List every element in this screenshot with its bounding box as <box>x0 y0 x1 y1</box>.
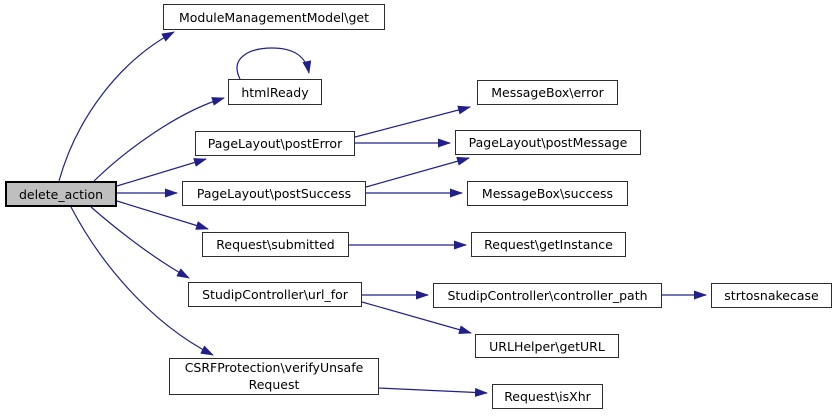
node-strtosnakecase[interactable]: strtosnakecase <box>711 283 832 308</box>
node-csrfprotection-verifyunsaferequest[interactable]: CSRFProtection\verifyUnsafe Request <box>169 358 379 395</box>
node-pagelayout-posterror[interactable]: PageLayout\postError <box>195 131 355 156</box>
node-label: PageLayout\postError <box>207 136 343 151</box>
node-label: URLHelper\getURL <box>489 338 605 354</box>
node-label: ModuleManagementModel\get <box>178 9 370 25</box>
edge-postError-to-msg_error <box>354 105 471 138</box>
edge-delete_action-to-mmm_get <box>58 31 175 182</box>
node-pagelayout-postsuccess[interactable]: PageLayout\postSuccess <box>182 181 366 206</box>
node-label: StudipController\url_for <box>202 287 348 302</box>
node-messagebox-success[interactable]: MessageBox\success <box>467 181 628 206</box>
edge-delete_action-to-postError <box>116 158 207 187</box>
edge-delete_action-to-htmlReady <box>93 97 225 182</box>
node-pagelayout-postmessage[interactable]: PageLayout\postMessage <box>455 130 641 155</box>
node-label: htmlReady <box>241 84 309 100</box>
node-label: StudipController\controller_path <box>447 288 648 303</box>
edge-postSuccess-to-postMessage <box>365 156 470 188</box>
node-label: MessageBox\success <box>481 186 614 201</box>
edge-htmlReady-self-loop <box>236 47 312 80</box>
edge-url_for-to-getURL <box>361 301 472 335</box>
edge-delete_action-to-submitted <box>116 200 209 230</box>
node-label: Request\submitted <box>216 237 335 252</box>
node-studipcontroller-url-for[interactable]: StudipController\url_for <box>188 282 362 307</box>
node-htmlready[interactable]: htmlReady <box>228 79 322 105</box>
node-label: strtosnakecase <box>724 288 819 303</box>
node-label: PageLayout\postMessage <box>468 135 628 150</box>
node-module-management-model-get[interactable]: ModuleManagementModel\get <box>163 4 385 30</box>
node-urlhelper-geturl[interactable]: URLHelper\getURL <box>475 334 619 358</box>
edge-delete_action-to-url_for <box>90 206 190 279</box>
node-studipcontroller-controller-path[interactable]: StudipController\controller_path <box>433 283 662 308</box>
node-label: MessageBox\error <box>491 85 604 100</box>
edge-delete_action-to-verifyUnsafeRequest <box>70 206 214 356</box>
node-request-submitted[interactable]: Request\submitted <box>202 232 349 257</box>
node-delete-action: delete_action <box>5 181 117 207</box>
edge-verifyUnsafeRequest-to-isXhr <box>377 387 488 397</box>
node-request-getinstance[interactable]: Request\getInstance <box>471 232 626 257</box>
node-messagebox-error[interactable]: MessageBox\error <box>477 80 618 105</box>
node-label: delete_action <box>18 186 104 202</box>
node-label: PageLayout\postSuccess <box>196 186 352 201</box>
node-label: CSRFProtection\verifyUnsafe Request <box>184 360 364 392</box>
node-label: Request\isXhr <box>504 389 591 404</box>
node-request-isxhr[interactable]: Request\isXhr <box>492 384 603 409</box>
node-label: Request\getInstance <box>484 237 613 252</box>
